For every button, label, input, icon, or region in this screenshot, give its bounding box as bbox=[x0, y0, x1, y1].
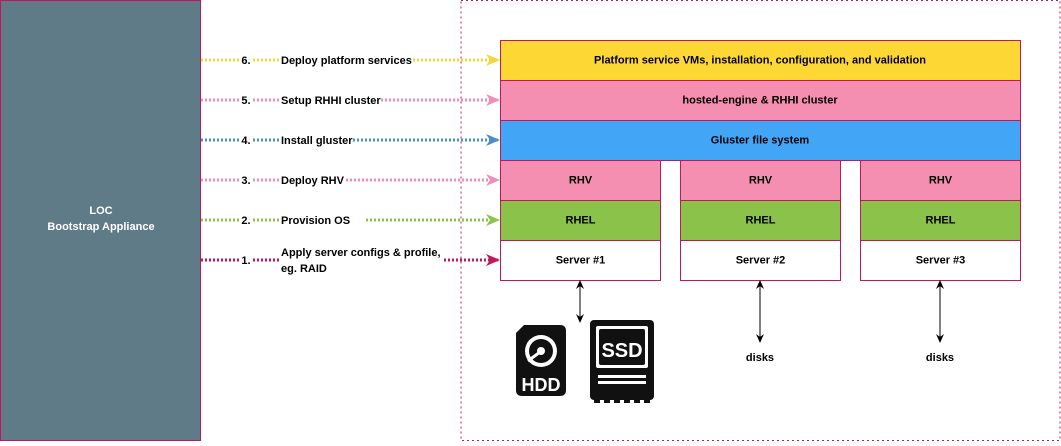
step-1: 1. Apply server configs & profile, eg. RAI… bbox=[201, 247, 500, 275]
rhv-label: RHV bbox=[929, 175, 953, 187]
rhel-label: RHEL bbox=[566, 215, 596, 227]
step-label: Setup RHHI cluster bbox=[281, 95, 381, 107]
server-column-3: RHV RHEL Server #3 bbox=[860, 160, 1021, 281]
hosted-engine-layer: hosted-engine & RHHI cluster bbox=[500, 80, 1021, 121]
hosted-engine-layer-label: hosted-engine & RHHI cluster bbox=[682, 95, 838, 107]
rhv-box bbox=[680, 160, 841, 201]
rhel-label: RHEL bbox=[926, 215, 956, 227]
hdd-icon: HDD bbox=[516, 325, 566, 396]
step-number: 2. bbox=[241, 215, 250, 227]
step-number: 6. bbox=[241, 55, 250, 67]
platform-layer-label: Platform service VMs, installation, conf… bbox=[594, 55, 926, 67]
step-number: 5. bbox=[241, 95, 250, 107]
appliance-title-line2: Bootstrap Appliance bbox=[47, 221, 154, 233]
step-number: 3. bbox=[241, 175, 250, 187]
server-column-1: RHV RHEL Server #1 bbox=[500, 160, 661, 281]
server-label: Server #1 bbox=[556, 255, 606, 267]
rhel-box bbox=[860, 200, 1021, 241]
server-column-2: RHV RHEL Server #2 bbox=[680, 160, 841, 281]
step-3: 3. Deploy RHV bbox=[201, 174, 500, 187]
step-2: 2. Provision OS bbox=[201, 214, 500, 227]
server-label: Server #2 bbox=[736, 255, 786, 267]
rhv-label: RHV bbox=[569, 175, 593, 187]
server2-disks-label: disks bbox=[746, 352, 774, 364]
rhel-label: RHEL bbox=[746, 215, 776, 227]
server-box bbox=[860, 240, 1021, 281]
step-label: Install gluster bbox=[281, 135, 353, 147]
server-label: Server #3 bbox=[916, 255, 966, 267]
step-4: 4. Install gluster bbox=[201, 134, 500, 147]
gluster-layer: Gluster file system bbox=[500, 120, 1021, 161]
gluster-layer-label: Gluster file system bbox=[711, 135, 810, 147]
appliance-title-line1: LOC bbox=[89, 205, 112, 217]
server-box bbox=[680, 240, 841, 281]
step-label: Deploy platform services bbox=[281, 55, 412, 67]
ssd-icon: SSD bbox=[590, 320, 654, 403]
server-columns: RHV RHEL Server #1 RHV RHEL Server #2 RHV RHEL S… bbox=[500, 160, 1021, 281]
step-number: 4. bbox=[241, 135, 250, 147]
step-label: Provision OS bbox=[281, 215, 350, 227]
platform-layer: Platform service VMs, installation, conf… bbox=[500, 40, 1021, 81]
step-5: 5. Setup RHHI cluster bbox=[201, 94, 500, 107]
step-label-line: Apply server configs & profile, bbox=[281, 247, 441, 259]
step-label-line: eg. RAID bbox=[281, 263, 327, 275]
hdd-icon-label: HDD bbox=[522, 375, 561, 395]
rhel-box bbox=[500, 200, 661, 241]
step-number: 1. bbox=[241, 255, 250, 267]
deployment-steps: 6. Deploy platform services 5. Setup RHHI c… bbox=[201, 54, 500, 275]
server-box bbox=[500, 240, 661, 281]
rhv-box bbox=[500, 160, 661, 201]
step-6: 6. Deploy platform services bbox=[201, 54, 500, 67]
bootstrap-appliance-box bbox=[0, 0, 201, 441]
ssd-icon-label: SSD bbox=[601, 340, 642, 362]
step-label: Deploy RHV bbox=[281, 175, 345, 187]
rhv-label: RHV bbox=[749, 175, 773, 187]
server3-disks-label: disks bbox=[926, 352, 954, 364]
rhv-box bbox=[860, 160, 1021, 201]
